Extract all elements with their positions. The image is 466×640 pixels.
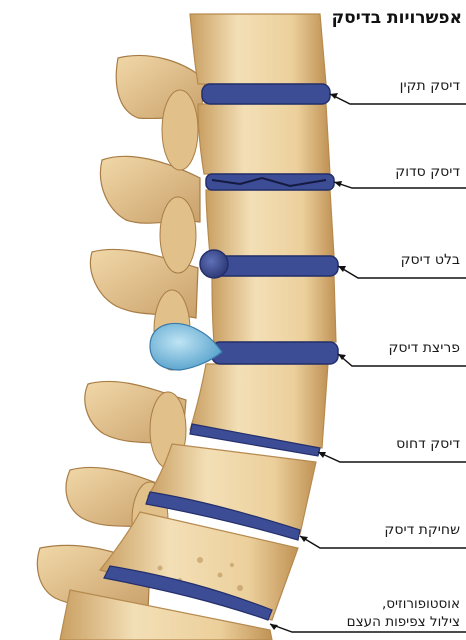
cracked-disc — [206, 174, 334, 190]
label-compressed-disc: דיסק דחוס — [396, 436, 460, 452]
leader-cracked — [334, 182, 466, 188]
label-osteoporosis-line2: צילול צפיפות העצם — [347, 614, 460, 630]
label-bulging-disc: בלט דיסק — [401, 252, 460, 268]
label-herniated-disc: פריצת דיסק — [388, 340, 460, 356]
label-worn-disc: שחיקת דיסק — [384, 522, 460, 538]
vertebra-4 — [212, 276, 336, 342]
vertebra-1 — [190, 14, 326, 84]
label-normal-disc: דיסק תקין — [400, 78, 460, 94]
label-osteoporosis-line1: אוסטופורוזיס, — [382, 596, 460, 612]
vertebra-3 — [206, 190, 334, 256]
leader-compressed — [318, 452, 466, 462]
label-cracked-disc: דיסק סדוק — [395, 164, 460, 180]
vertebra-2 — [198, 104, 330, 174]
vertebral-bodies — [60, 14, 336, 640]
leader-normal — [330, 94, 466, 104]
diagram-title: אפשרויות בדיסק — [332, 8, 462, 28]
normal-disc — [202, 84, 330, 104]
